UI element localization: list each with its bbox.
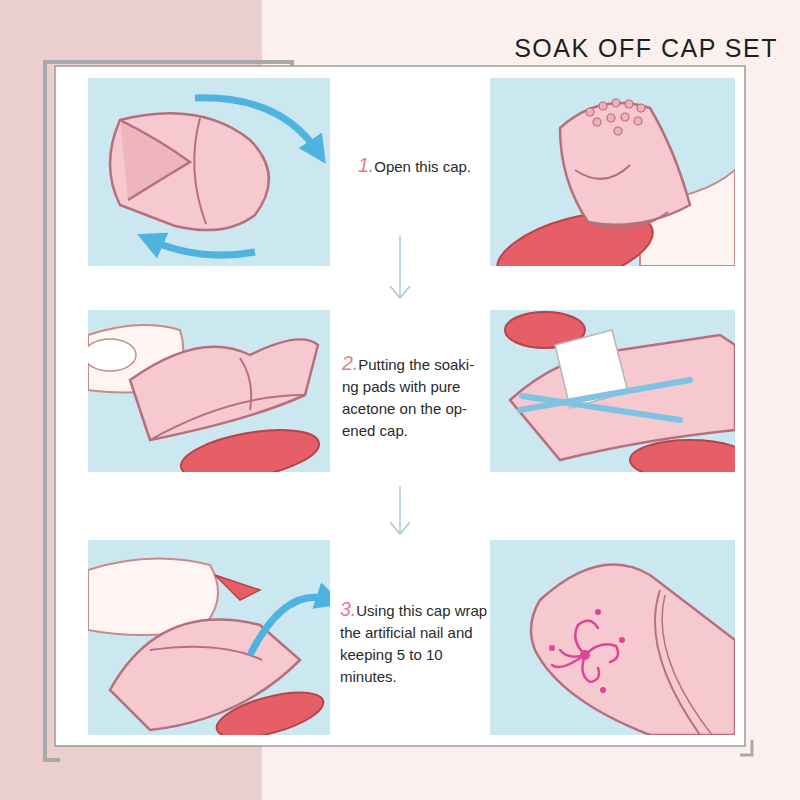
panel-closed-cap-part-part	[580, 650, 590, 660]
panel-wrap-cap-part	[215, 575, 260, 600]
panel-open-cap-part	[194, 118, 206, 224]
panel-closed-cap-part	[549, 609, 625, 693]
panel-cap-on-finger-part-part	[586, 108, 594, 116]
flow-arrow-part	[390, 286, 410, 298]
panel-cap-on-finger-part-part	[625, 100, 633, 108]
panel-wrap-cap-part	[150, 647, 262, 660]
step-text: 3.Using this cap wrap the artificial nai…	[340, 598, 500, 688]
panel-cap-on-finger-part-part	[637, 104, 645, 112]
frame	[45, 62, 752, 760]
panel-cap-on-finger-part-part	[593, 118, 601, 126]
title: SOAK OFF CAP SET	[514, 34, 778, 63]
panel-open-cap-part	[120, 120, 190, 200]
panel-open-cap-part	[195, 98, 318, 152]
panel-closed-cap-part-part	[595, 609, 601, 615]
frame-part	[55, 66, 745, 746]
panel-cap-on-finger	[490, 78, 735, 266]
panel-pad-in-cap-part	[88, 339, 136, 371]
panel-cap-on-finger-part-part	[599, 102, 607, 110]
panel-wrap-cap	[88, 540, 330, 735]
flow-arrow-part	[399, 236, 401, 298]
panel-closed-cap-part	[531, 564, 735, 735]
panel-closed-cap-part	[490, 540, 735, 735]
panel-open-cap-part	[88, 78, 330, 266]
panel-closed-cap-part-part	[600, 687, 606, 693]
panel-cap-on-finger-part-part	[621, 113, 629, 121]
panel-wrap-cap-part	[212, 683, 328, 735]
step-text: 1.Open this cap.	[358, 154, 498, 178]
panel-cap-on-finger-part	[588, 212, 668, 229]
panel-cap-on-finger-part-part	[634, 117, 642, 125]
panel-cap-on-finger-part	[560, 103, 690, 225]
step-text: 2.Putting the soaki- ng pads with pure a…	[342, 352, 490, 442]
panel-closed-cap-part-part	[552, 655, 585, 667]
panel-pad-in-cap-part	[177, 421, 323, 472]
panel-closed-cap	[490, 540, 735, 735]
panel-pad-in-cap-part	[240, 358, 251, 410]
panel-open-cap	[88, 78, 330, 266]
panel-cap-on-finger-part	[586, 99, 645, 135]
panel-pad-in-cap-part	[130, 339, 318, 440]
panel-closed-cap-part-part	[585, 644, 618, 662]
flow-arrow-part	[390, 522, 410, 534]
panel-cap-on-finger-part	[575, 165, 630, 179]
panel-cap-on-finger-part-part	[612, 99, 620, 107]
panel-tweezers-pad-part	[630, 440, 735, 472]
panel-open-cap-part	[110, 113, 269, 230]
panel-open-cap-part	[150, 240, 255, 255]
panel-closed-cap-part-part	[619, 637, 625, 643]
panel-cap-on-finger-part-part	[607, 114, 615, 122]
flow-arrow-part	[399, 486, 401, 534]
panel-pad-in-cap	[88, 310, 330, 472]
panel-tweezers-pad-part	[520, 380, 690, 410]
panel-closed-cap-part	[552, 621, 618, 682]
panel-closed-cap-part-part	[575, 621, 598, 655]
panel-wrap-cap-part	[250, 597, 330, 655]
panel-tweezers-pad	[490, 310, 735, 472]
panel-closed-cap-part	[662, 595, 712, 735]
panel-tweezers-pad-part	[522, 396, 680, 420]
panel-closed-cap-part-part	[549, 645, 555, 651]
panel-cap-on-finger-part-part	[614, 127, 622, 135]
